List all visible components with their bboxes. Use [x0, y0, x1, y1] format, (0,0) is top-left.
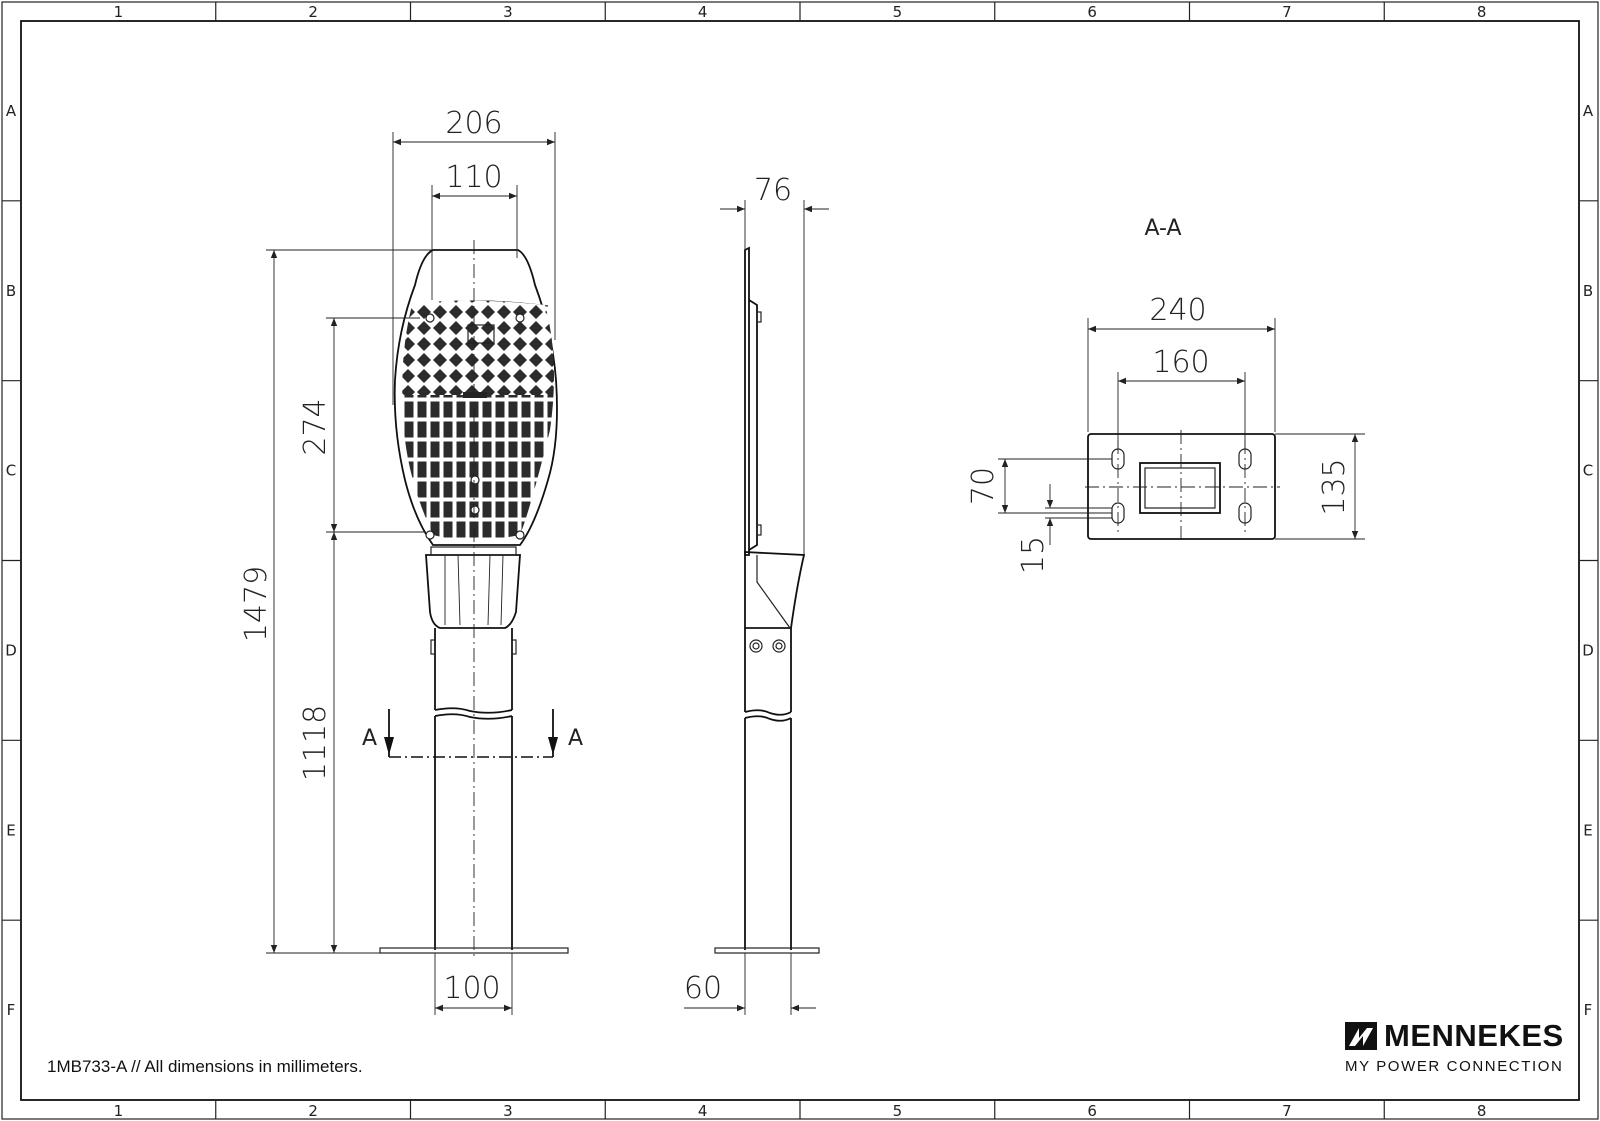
brand-name: MENNEKES	[1384, 1018, 1564, 1053]
section-title: A-A	[1144, 216, 1181, 241]
grid-row-label: E	[6, 821, 15, 839]
grid-column-label: 6	[1087, 1102, 1097, 1120]
dim-depth: 76	[754, 173, 792, 208]
side-view: 76 60	[684, 173, 829, 1015]
dim-height-total: 1479	[239, 566, 274, 642]
grid-column-label: 2	[308, 3, 318, 21]
section-marker-left: A	[362, 726, 377, 751]
dim-height-head: 274	[298, 398, 333, 455]
grid-column-label: 7	[1282, 1102, 1292, 1120]
grid-column-label: 8	[1477, 3, 1487, 21]
grid-column-label: 1	[114, 1102, 124, 1120]
grid-column-label: 4	[698, 1102, 708, 1120]
mounting-plate	[1087, 433, 1276, 540]
section-marker-right: A	[568, 726, 583, 751]
grid-column-label: 8	[1477, 1102, 1487, 1120]
grid-row-label: D	[5, 641, 17, 659]
dim-base-width: 100	[443, 971, 500, 1006]
grid-column-label: 5	[893, 1102, 903, 1120]
grid-column-label: 2	[308, 1102, 318, 1120]
dim-width-total: 206	[445, 106, 502, 141]
grid-row-label: C	[6, 462, 16, 480]
dim-slot-width: 15	[1016, 536, 1051, 574]
grid-row-label: F	[1584, 1001, 1593, 1019]
grid-column-label: 6	[1087, 3, 1097, 21]
grid-column-label: 5	[893, 3, 903, 21]
grid-row-label: C	[1583, 462, 1593, 480]
dim-base-depth: 60	[684, 971, 722, 1006]
dim-width-head: 110	[445, 160, 502, 195]
grid-row-label: B	[6, 282, 16, 300]
grid-column-label: 4	[698, 3, 708, 21]
grid-column-label: 7	[1282, 3, 1292, 21]
grid-row-label: A	[1583, 102, 1594, 120]
front-view: A A 206 110 1479 274 1118 100	[239, 106, 583, 1015]
drawing-note: 1MB733-A // All dimensions in millimeter…	[47, 1057, 363, 1076]
grid-column-label: 3	[503, 3, 513, 21]
dim-hole-spacing-y: 70	[966, 467, 1001, 505]
mennekes-logo-icon	[1345, 1022, 1377, 1050]
grid-column-label: 1	[114, 3, 124, 21]
grid-column-label: 3	[503, 1102, 513, 1120]
grid-row-label: E	[1583, 821, 1592, 839]
neck-outline	[425, 554, 521, 629]
grid-row-label: B	[1583, 282, 1593, 300]
dim-hole-spacing-x: 160	[1152, 345, 1209, 380]
dim-height-post: 1118	[298, 705, 333, 781]
dim-plate-width: 240	[1149, 293, 1206, 328]
dim-plate-height: 135	[1317, 458, 1352, 515]
grid-row-label: D	[1582, 641, 1594, 659]
grid-row-label: F	[7, 1001, 16, 1019]
section-view: A-A 240 160 70 15	[966, 216, 1365, 574]
grid-row-label: A	[6, 102, 17, 120]
brand-slogan: MY POWER CONNECTION	[1345, 1058, 1564, 1075]
